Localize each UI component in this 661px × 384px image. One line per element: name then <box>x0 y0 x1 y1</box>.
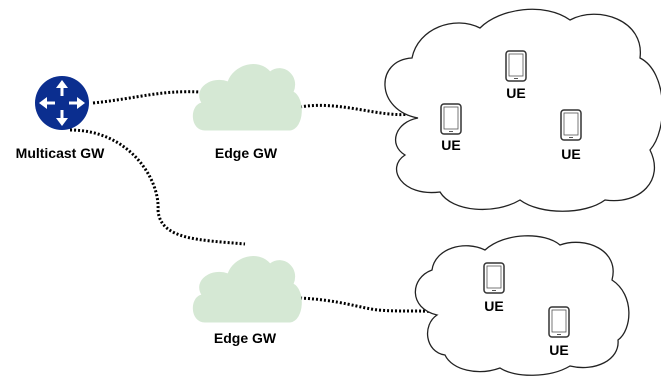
edge-gw-2-node: Edge GW <box>192 256 302 346</box>
ue-1-3: UE <box>560 109 582 162</box>
phone-icon <box>483 262 505 294</box>
ue-cloud-1-shape <box>384 8 661 212</box>
ue-label: UE <box>506 85 525 101</box>
ue-1-2: UE <box>440 103 462 153</box>
phone-icon <box>548 306 570 338</box>
cloud-icon <box>192 256 302 323</box>
links <box>69 90 438 314</box>
router-icon <box>35 76 89 130</box>
ue-2-1: UE <box>483 262 505 314</box>
link-edge1-cloud1 <box>299 103 411 117</box>
phone-icon <box>440 103 462 135</box>
link-multicast-edge1 <box>92 90 201 105</box>
edge-gw-1-node: Edge GW <box>192 64 302 161</box>
cloud-icon <box>192 64 302 131</box>
ue-cloud-1: UE UE UE <box>384 8 661 212</box>
link-multicast-edge2 <box>69 128 246 246</box>
multicast-gw-node: Multicast GW <box>16 76 105 161</box>
ue-2-2: UE <box>548 306 570 358</box>
ue-label: UE <box>561 146 580 162</box>
ue-cloud-2-shape <box>414 235 630 376</box>
phone-icon <box>560 109 582 141</box>
edge-gw-1-label: Edge GW <box>215 145 278 161</box>
ue-label: UE <box>549 342 568 358</box>
ue-label: UE <box>484 298 503 314</box>
multicast-gw-label: Multicast GW <box>16 145 105 161</box>
edge-gw-2-label: Edge GW <box>214 330 277 346</box>
ue-cloud-2: UE UE <box>414 235 630 376</box>
link-edge2-cloud2 <box>299 296 438 314</box>
ue-1-1: UE <box>505 50 527 101</box>
phone-icon <box>505 50 527 82</box>
ue-label: UE <box>441 137 460 153</box>
